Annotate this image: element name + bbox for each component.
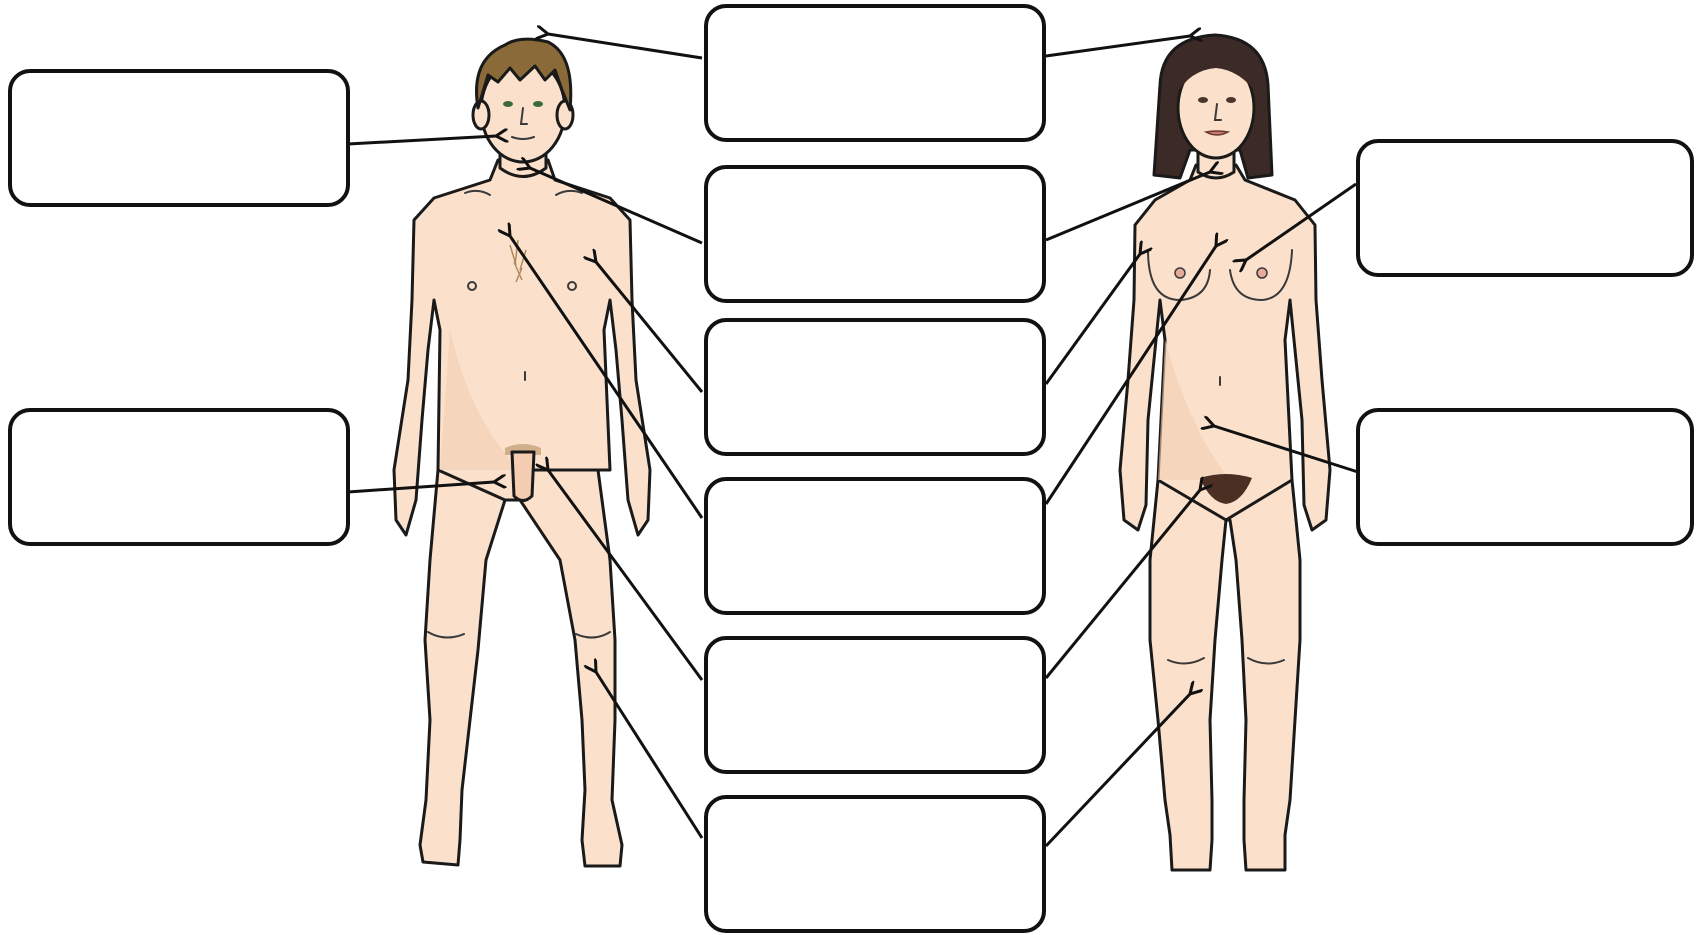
male-left-ear [473, 101, 489, 129]
label-box-right-bottom[interactable] [1358, 410, 1692, 544]
arrow-center1-female-hair [1046, 36, 1190, 56]
label-box-center-6[interactable] [706, 797, 1044, 931]
label-box-center-2[interactable] [706, 167, 1044, 301]
male-penis [512, 452, 534, 501]
male-eye-right [533, 101, 543, 107]
female-nipple-right [1257, 268, 1267, 278]
female-eye-left [1198, 97, 1208, 103]
label-box-center-3[interactable] [706, 320, 1044, 454]
male-eye-left [503, 101, 513, 107]
male-figure [394, 39, 650, 866]
label-box-left-bottom[interactable] [10, 410, 348, 544]
label-box-center-1[interactable] [706, 6, 1044, 140]
label-boxes [10, 6, 1692, 931]
arrow-center3-female-armpit [1046, 254, 1140, 384]
arrow-lefttop-male-face [348, 136, 496, 144]
female-eye-right [1226, 97, 1236, 103]
female-nipple-left [1175, 268, 1185, 278]
arrow-center1-male-hair [548, 34, 702, 58]
label-box-center-5[interactable] [706, 638, 1044, 772]
label-box-right-top[interactable] [1358, 141, 1692, 275]
female-legs [1150, 480, 1300, 870]
label-box-center-4[interactable] [706, 479, 1044, 613]
label-box-left-top[interactable] [10, 71, 348, 205]
